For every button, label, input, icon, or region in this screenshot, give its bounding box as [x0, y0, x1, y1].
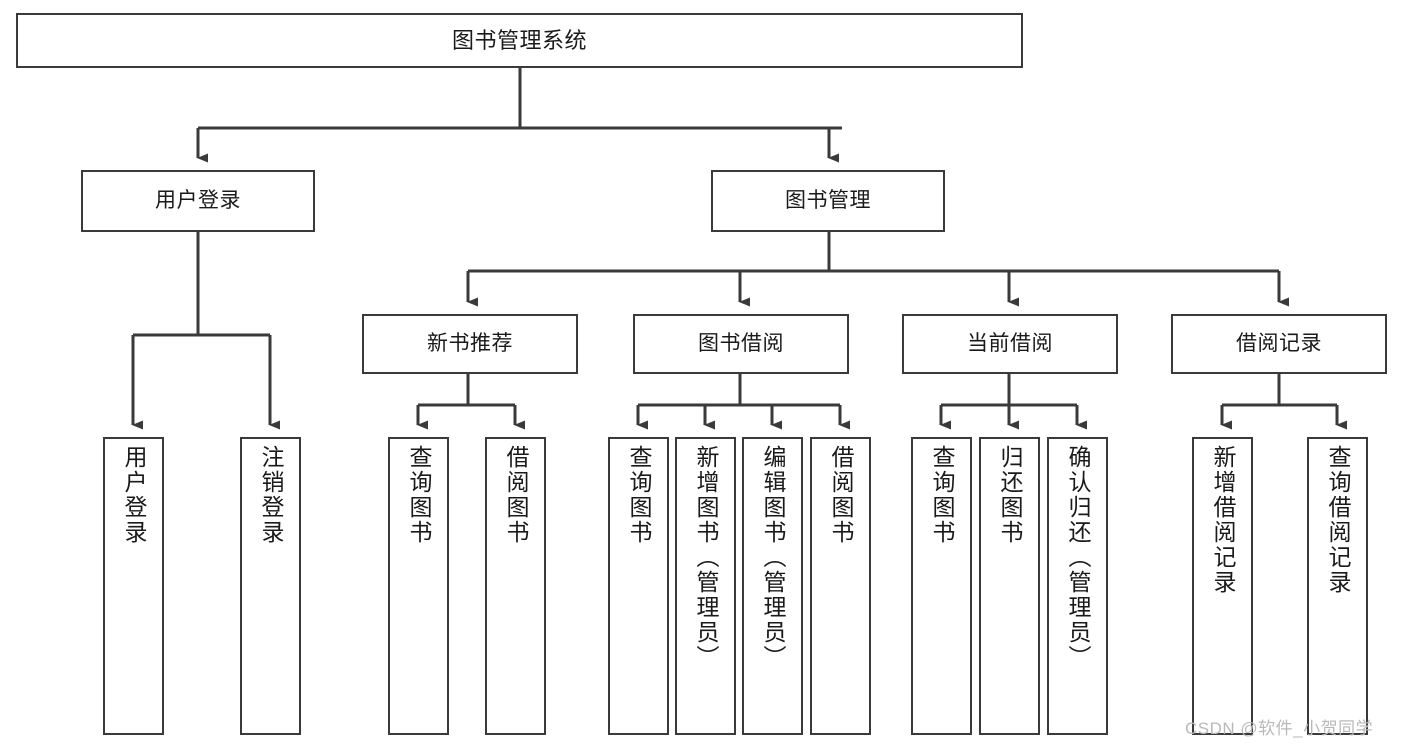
node-label: 借阅图书 [828, 445, 854, 545]
node-label: 归还图书 [997, 445, 1023, 545]
node-label: 图书借阅 [698, 331, 784, 355]
node-label: 借阅图书 [503, 445, 529, 545]
leaf-logout[interactable]: 注销登录 [240, 437, 301, 735]
node-new-book-recommend[interactable]: 新书推荐 [362, 314, 578, 374]
node-user-login[interactable]: 用户登录 [81, 170, 315, 232]
node-borrow-record[interactable]: 借阅记录 [1171, 314, 1387, 374]
node-label: 注销登录 [258, 445, 284, 545]
leaf-borrow-book-2[interactable]: 借阅图书 [810, 437, 871, 735]
node-label: 新增图书（管理员） [693, 445, 719, 670]
node-current-borrow[interactable]: 当前借阅 [902, 314, 1118, 374]
leaf-return-book[interactable]: 归还图书 [979, 437, 1040, 735]
node-label: 图书管理 [785, 188, 871, 212]
leaf-add-borrow-record[interactable]: 新增借阅记录 [1192, 437, 1253, 735]
leaf-user-login[interactable]: 用户登录 [103, 437, 164, 735]
node-label: 编辑图书（管理员） [760, 445, 786, 670]
node-label: 查询图书 [626, 445, 652, 545]
node-label: 查询借阅记录 [1325, 445, 1351, 595]
leaf-query-book-2[interactable]: 查询图书 [608, 437, 669, 735]
leaf-borrow-book-1[interactable]: 借阅图书 [485, 437, 546, 735]
node-label: 新书推荐 [427, 331, 513, 355]
leaf-query-book-3[interactable]: 查询图书 [911, 437, 972, 735]
leaf-query-borrow-record[interactable]: 查询借阅记录 [1307, 437, 1368, 735]
node-label: 新增借阅记录 [1210, 445, 1236, 595]
node-label: 借阅记录 [1236, 331, 1322, 355]
node-label: 查询图书 [929, 445, 955, 545]
node-label: 查询图书 [406, 445, 432, 545]
node-book-borrow[interactable]: 图书借阅 [633, 314, 849, 374]
node-label: 确认归还（管理员） [1065, 445, 1091, 670]
node-label: 当前借阅 [967, 331, 1053, 355]
watermark-text: CSDN @软件_小贺同学 [1185, 719, 1374, 738]
node-book-manage[interactable]: 图书管理 [711, 170, 945, 232]
node-root-system[interactable]: 图书管理系统 [16, 13, 1023, 68]
leaf-edit-book-admin[interactable]: 编辑图书（管理员） [742, 437, 803, 735]
leaf-query-book-1[interactable]: 查询图书 [388, 437, 449, 735]
leaf-add-book-admin[interactable]: 新增图书（管理员） [675, 437, 736, 735]
leaf-confirm-return-admin[interactable]: 确认归还（管理员） [1047, 437, 1108, 735]
node-label: 图书管理系统 [451, 27, 587, 53]
node-label: 用户登录 [155, 188, 241, 212]
node-label: 用户登录 [121, 445, 147, 545]
